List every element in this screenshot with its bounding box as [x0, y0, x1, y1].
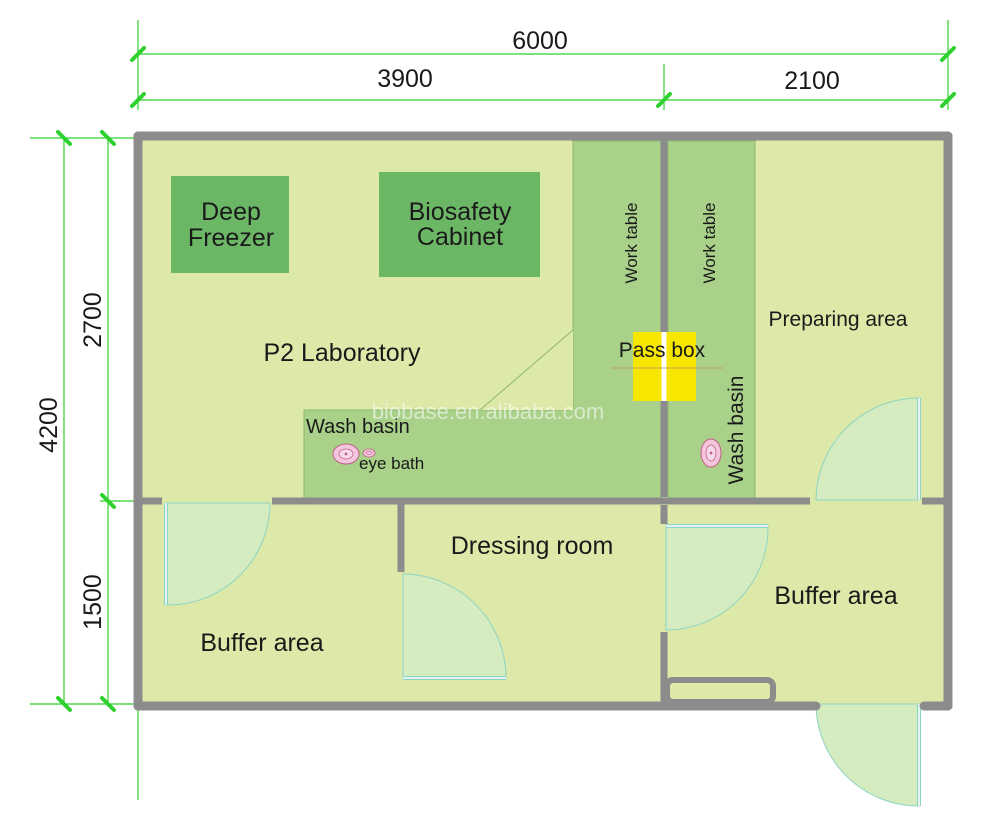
biosafety-label-line1: Biosafety: [409, 198, 512, 226]
dimension-lines: [30, 20, 950, 800]
preparing-area-label: Preparing area: [769, 308, 908, 331]
dim-total-height: 4200: [35, 397, 63, 453]
eye-bath-label: eye bath: [359, 454, 424, 473]
wall-niche: [664, 677, 776, 705]
eye-bath-icon: [362, 448, 376, 458]
pass-box-label: Pass box: [619, 339, 706, 362]
deep-freezer-label-line2: Freezer: [188, 224, 274, 252]
door-swings: [165, 397, 920, 807]
dim-lower-height: 1500: [79, 574, 107, 630]
work-table-right-label: Work table: [700, 203, 719, 284]
wash-basin-prep-label: Wash basin: [725, 376, 748, 485]
watermark: biobase.en.alibaba.com: [372, 399, 604, 424]
buffer-area-right-label: Buffer area: [774, 582, 897, 610]
walls: [133, 131, 953, 711]
wash-basin-lab-icon: [332, 443, 360, 465]
dim-right-width: 2100: [784, 67, 840, 95]
deep-freezer: [171, 176, 289, 273]
dim-left-width: 3900: [377, 65, 433, 93]
wash-basin-lab-label: Wash basin: [306, 416, 410, 438]
biosafety-cabinet: [379, 172, 540, 277]
buffer-area-left-label: Buffer area: [200, 629, 323, 657]
work-table-left-label: Work table: [622, 203, 641, 284]
inner-walls: [138, 138, 948, 702]
dressing-room-label: Dressing room: [451, 532, 614, 560]
dimension-ticks: [56, 46, 956, 712]
lab-counter-bevel: [479, 329, 574, 411]
biosafety-label-line2: Cabinet: [417, 223, 503, 251]
dim-total-width: 6000: [512, 27, 568, 55]
door-leaves-inner: [165, 398, 920, 806]
dim-upper-height: 2700: [79, 292, 107, 348]
wash-basin-prep-icon: [700, 438, 722, 468]
p2-lab-label: P2 Laboratory: [263, 339, 421, 367]
deep-freezer-label-line1: Deep: [201, 198, 261, 226]
